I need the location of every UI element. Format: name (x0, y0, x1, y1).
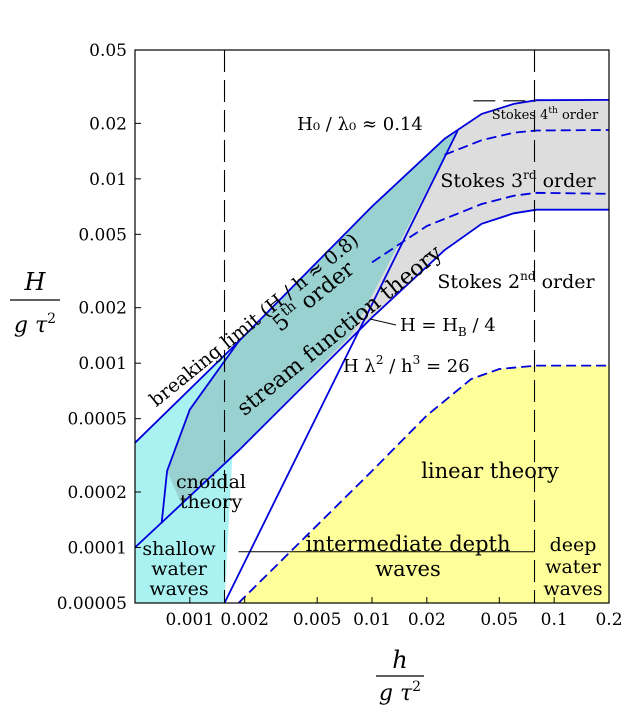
label-cnoidal-2: theory (180, 491, 243, 513)
y-tick-label: 0.0005 (68, 410, 127, 430)
theory-curves (135, 50, 609, 603)
annotation-hb-quarter: H = HB / 4 (400, 315, 496, 339)
label-cnoidal-1: cnoidal (176, 471, 246, 493)
x-tick-label: 0.01 (353, 610, 391, 630)
curve-linear-limit (237, 364, 609, 603)
y-tick-label: 0.0002 (68, 483, 127, 503)
y-axis-label: H g τ2 (10, 268, 60, 338)
label-shallow-3: waves (149, 578, 208, 600)
fill-stream-stokes (238, 99, 609, 451)
label-deep-1: deep (550, 534, 597, 556)
label-stokes-2: Stokes 2nd order (437, 269, 595, 293)
label-intermediate-2: waves (375, 557, 441, 581)
x-tick-label: 0.02 (408, 610, 446, 630)
label-shallow-1: shallow (142, 538, 216, 560)
label-stokes-4: Stokes 4th order (492, 106, 599, 123)
x-tick-label: 0.005 (293, 610, 342, 630)
x-tick-label: 0.1 (541, 610, 568, 630)
region-fills (135, 99, 609, 603)
x-axis-label: h g τ2 (376, 646, 424, 706)
x-tick-label: 0.2 (595, 610, 622, 630)
y-tick-label: 0.002 (78, 299, 127, 319)
curve-stokes-3rd-bound (371, 191, 609, 264)
y-tick-label: 0.02 (89, 114, 127, 134)
fill-stream-overlap (167, 130, 458, 505)
x-tick-label: 0.002 (220, 610, 269, 630)
y-tick-label: 0.01 (89, 170, 127, 190)
curve-hb-quarter (135, 208, 609, 549)
hb4-leader (369, 318, 397, 326)
label-shallow-2: water (151, 558, 207, 580)
x-tick-label: 0.001 (166, 610, 215, 630)
y-axis-label-denominator: g τ2 (14, 311, 56, 338)
y-tick-label: 0.05 (89, 41, 127, 61)
x-axis-label-denominator: g τ2 (379, 679, 421, 706)
y-tick-label: 0.001 (78, 354, 127, 374)
annotation-ursell: H λ2 / h3 = 26 (343, 353, 470, 377)
label-deep-2: water (545, 556, 601, 578)
x-tick-label: 0.05 (480, 610, 518, 630)
y-tick-label: 0.005 (78, 225, 127, 245)
label-linear-theory: linear theory (421, 459, 559, 483)
curve-stream-function-bound (160, 341, 240, 524)
curve-ursell-26 (223, 130, 459, 603)
annotation-steepness: H₀ / λ₀ ≈ 0.14 (297, 114, 423, 135)
y-axis-label-numerator: H (24, 268, 47, 296)
fill-linear-theory (238, 365, 609, 603)
y-tick-label: 0.0001 (68, 539, 127, 559)
label-deep-3: waves (543, 578, 602, 600)
label-stokes-3: Stokes 3rd order (440, 168, 596, 192)
x-axis-label-numerator: h (392, 646, 407, 674)
curve-breaking-limit (135, 99, 609, 444)
label-intermediate-1: intermediate depth (306, 532, 511, 556)
y-tick-label: 0.00005 (57, 594, 127, 614)
